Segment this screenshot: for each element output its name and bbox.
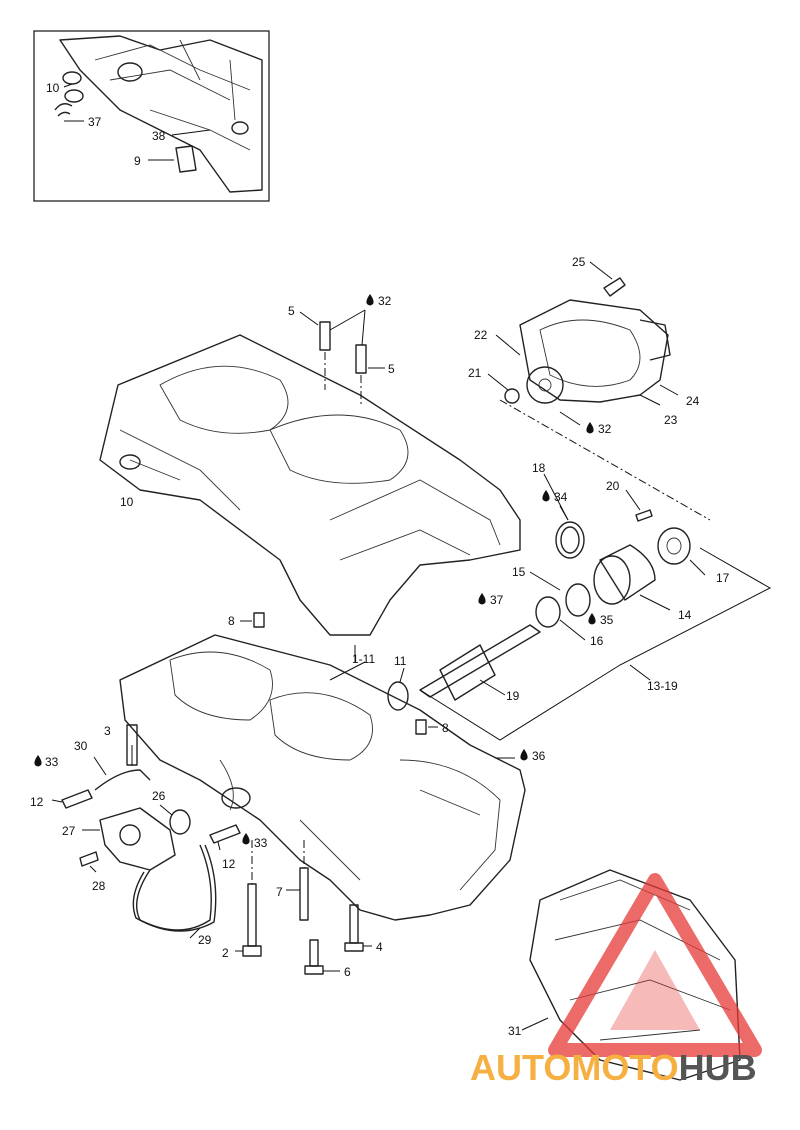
oil-drop-icon xyxy=(478,593,486,605)
lower-crankcase xyxy=(119,634,526,921)
callout-23: 23 xyxy=(664,413,678,427)
callout-35: 35 xyxy=(600,613,614,627)
callout-13-19: 13-19 xyxy=(647,679,678,693)
callout-19: 19 xyxy=(506,689,520,703)
callout-25: 25 xyxy=(572,255,586,269)
callout-34: 34 xyxy=(554,490,568,504)
watermark-logo xyxy=(548,873,762,1057)
callout-29: 29 xyxy=(198,933,212,947)
oil-drop-icon xyxy=(242,833,250,845)
callout-10: 10 xyxy=(120,495,134,509)
callout-22: 22 xyxy=(474,328,488,342)
callout-1-11: 1-11 xyxy=(352,652,375,666)
callout-12b: 12 xyxy=(222,857,236,871)
callout-inset-38: 38 xyxy=(152,129,166,143)
callout-14: 14 xyxy=(678,608,692,622)
upper-crankcase xyxy=(99,334,521,636)
callout-20: 20 xyxy=(606,479,620,493)
callout-16: 16 xyxy=(590,634,604,648)
callout-32a: 32 xyxy=(378,294,392,308)
callout-33a: 33 xyxy=(45,755,59,769)
callout-24: 24 xyxy=(686,394,700,408)
callout-6: 6 xyxy=(344,965,351,979)
oil-drop-icon xyxy=(542,490,550,502)
callout-17: 17 xyxy=(716,571,730,585)
bolt-5-pair xyxy=(299,309,385,405)
callout-33b: 33 xyxy=(254,836,268,850)
shaft-group xyxy=(387,473,772,741)
callout-37: 37 xyxy=(490,593,504,607)
callout-18: 18 xyxy=(532,461,546,475)
callout-2: 2 xyxy=(222,946,229,960)
callout-5b: 5 xyxy=(388,362,395,376)
callout-3: 3 xyxy=(104,724,111,738)
oil-drop-icon xyxy=(34,755,42,767)
callout-inset-37: 37 xyxy=(88,115,102,129)
callout-36: 36 xyxy=(532,749,546,763)
callout-8a: 8 xyxy=(228,614,235,628)
oil-drop-icon xyxy=(588,613,596,625)
callout-26: 26 xyxy=(152,789,166,803)
callout-30: 30 xyxy=(74,739,88,753)
oil-drop-icon xyxy=(366,294,374,306)
water-pump-group xyxy=(487,261,711,521)
callout-5a: 5 xyxy=(288,304,295,318)
callout-31: 31 xyxy=(508,1024,522,1038)
callout-28: 28 xyxy=(92,879,106,893)
callout-12a: 12 xyxy=(30,795,44,809)
callout-labels: 10 37 38 9 25 22 21 32 5 5 32 24 23 18 3… xyxy=(30,81,730,1038)
callout-4: 4 xyxy=(376,940,383,954)
callout-21: 21 xyxy=(468,366,482,380)
watermark-text: AUTOMOTOHUB xyxy=(470,1047,757,1088)
callout-15: 15 xyxy=(512,565,526,579)
callout-32b: 32 xyxy=(598,422,612,436)
callout-11: 11 xyxy=(394,654,407,668)
oil-drop-icon xyxy=(520,749,528,761)
callout-7: 7 xyxy=(276,885,283,899)
oil-drop-icon xyxy=(586,422,594,434)
callout-8b: 8 xyxy=(442,721,449,735)
callout-inset-10: 10 xyxy=(46,81,60,95)
dowel-pins xyxy=(240,612,438,735)
bottom-bolts xyxy=(235,840,372,975)
callout-inset-9: 9 xyxy=(134,154,141,168)
inset-detail xyxy=(33,30,270,202)
oil-pump-group xyxy=(51,724,241,939)
callout-27: 27 xyxy=(62,824,76,838)
